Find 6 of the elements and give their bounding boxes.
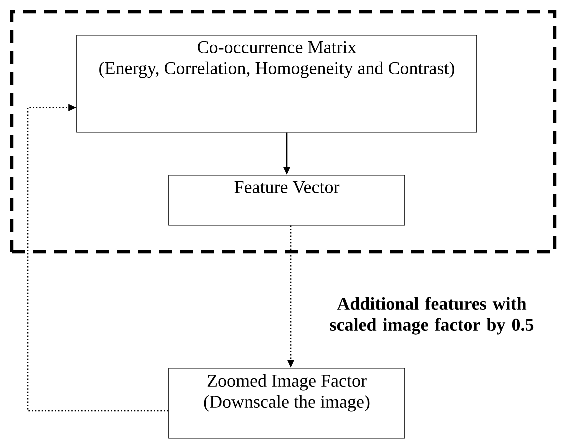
process-box: Feature Vector [168,175,406,226]
process-box: Co-occurrence Matrix (Energy, Correlation, Homogeneity and Contrast) [76,35,478,133]
group-frame [10,10,557,254]
arrow [27,104,169,412]
edge-label: Additional features with scaled image factor by 0.5 [330,297,534,335]
process-box: Zoomed Image Factor (Downscale the image) [168,368,406,439]
